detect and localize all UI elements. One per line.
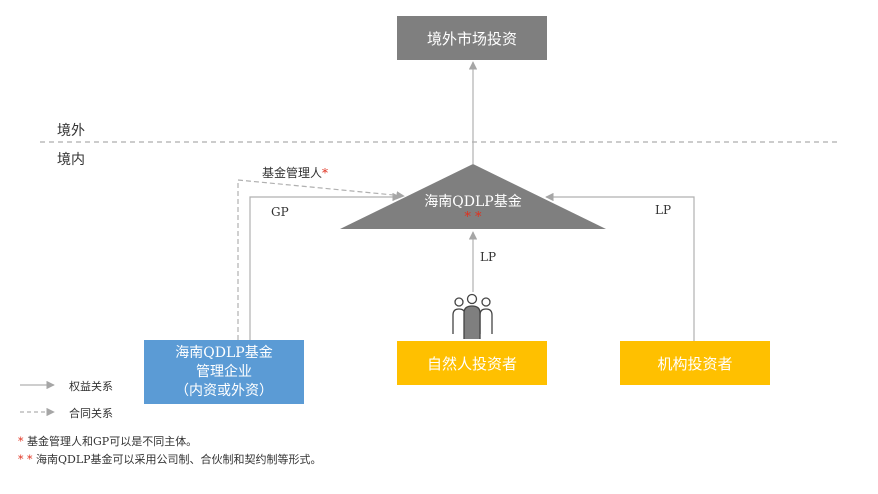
manager-line3: （内资或外资）	[175, 382, 273, 399]
overseas-investment-box: 境外市场投资	[397, 16, 547, 60]
region-overseas-label: 境外	[57, 123, 85, 139]
arrow-gp-manager-to-fund	[249, 192, 401, 340]
natural-investor-label: 自然人投资者	[426, 354, 517, 373]
fund-manager-box: 海南QDLP基金 管理企业 （内资或外资）	[144, 340, 304, 404]
footnote-1-text: 基金管理人和GP可以是不同主体。	[27, 435, 198, 448]
footnote-2-text: 海南QDLP基金可以采用公司制、合伙制和契约制等形式。	[36, 453, 322, 466]
arrow-lp-institutional-to-fund	[545, 192, 695, 341]
fund-label: 海南QDLP基金	[424, 194, 522, 210]
footnote-2: * * 海南QDLP基金可以采用公司制、合伙制和契约制等形式。	[18, 451, 322, 467]
footnote-1-mark: *	[18, 435, 24, 448]
edge-label-lp-right: LP	[655, 203, 672, 217]
edge-label-gp: GP	[271, 205, 289, 219]
manager-line1: 海南QDLP基金	[175, 344, 273, 361]
fund-triangle	[340, 164, 606, 229]
institutional-investor-box: 机构投资者	[620, 341, 770, 385]
natural-investor-box: 自然人投资者	[397, 341, 547, 385]
people-group-icon	[452, 293, 493, 339]
edge-label-fund-manager: 基金管理人*	[262, 164, 328, 181]
edge-label-lp-center: LP	[480, 250, 497, 264]
overseas-investment-label: 境外市场投资	[426, 29, 517, 48]
edge-label-fund-manager-text: 基金管理人	[262, 166, 323, 180]
manager-line2: 管理企业	[196, 363, 252, 380]
legend-equity-label: 权益关系	[69, 380, 113, 393]
institutional-investor-label: 机构投资者	[657, 354, 733, 373]
arrow-manager-contract	[237, 179, 405, 340]
fund-stars: * *	[464, 210, 482, 225]
footnote-2-mark: * *	[18, 453, 33, 466]
edge-label-fund-manager-star: *	[322, 166, 329, 180]
region-domestic-label: 境内	[57, 152, 85, 168]
legend-contract-label: 合同关系	[69, 407, 113, 420]
footnote-1: * 基金管理人和GP可以是不同主体。	[18, 433, 197, 449]
